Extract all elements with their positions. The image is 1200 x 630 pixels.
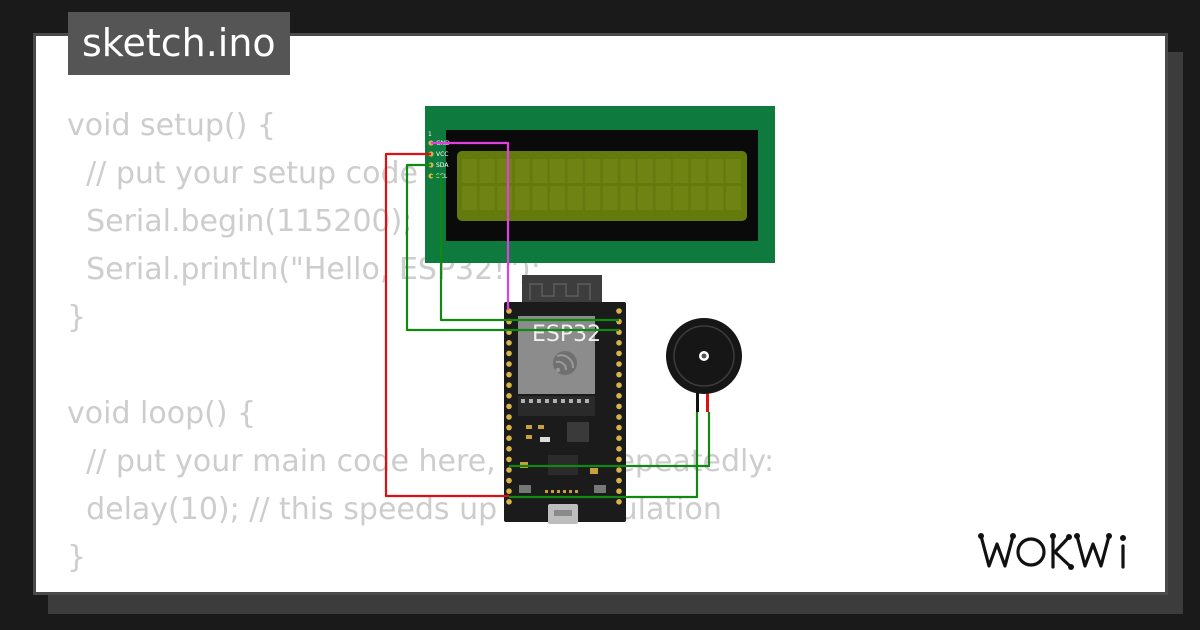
lcd-cell [567,159,583,183]
lcd-cell [532,186,548,210]
wire-buzzer-neg [509,412,699,499]
wires [384,141,711,499]
lcd-cell [497,159,513,183]
header-pin [506,499,512,505]
buzzer-lead-negative [696,386,699,412]
header-pin [616,488,622,495]
lcd-pin-label: SDA [436,162,449,169]
lcd-cell [726,159,741,183]
header-pin [616,499,622,505]
header-pin [616,403,622,410]
code-line: Serial.begin(115200); [67,204,413,239]
lcd-cell [726,186,741,210]
lcd-cell [550,186,565,210]
lcd-cell [655,186,671,210]
code-line: // put your main code here, to run repea… [67,444,775,479]
header-pin [506,403,512,410]
header-pin [616,350,622,357]
module-castellations [518,396,595,416]
lcd-cell [462,186,477,210]
lcd-cell [585,186,601,210]
header-pin [506,393,512,399]
header-pin [616,393,622,399]
header-pin [506,382,512,389]
header-pin [506,477,512,484]
lcd-cell [655,159,671,183]
header-pin [616,414,622,420]
esp32-left-header [506,308,512,505]
smd-components [519,422,606,493]
wire-vcc [384,152,509,498]
esp32-right-header [616,308,622,505]
code-line: } [67,300,87,335]
header-pin [506,340,512,346]
lcd-cell [673,159,689,183]
code-line: void loop() { [67,396,257,431]
esp32-board[interactable]: ESP32 [504,275,626,524]
header-pin [506,467,512,473]
lcd-cell [514,159,530,183]
wire-buzzer-pos [509,412,711,468]
header-pin [616,435,622,442]
lcd-display[interactable]: 1 GND VCC SDA SCL [425,106,775,263]
wire-sda [405,163,619,332]
header-pin [506,414,512,420]
lcd-cell [567,186,583,210]
buzzer[interactable] [666,318,742,412]
header-pin [616,382,622,389]
lcd-cell [690,186,706,210]
header-pin [506,350,512,357]
header-pin [616,456,622,463]
header-pin [506,435,512,442]
lcd-cell [479,186,495,210]
header-pin [506,424,512,431]
code-line: } [67,540,87,575]
lcd-cell [673,186,689,210]
header-pin [506,488,512,495]
header-pin [616,467,622,473]
espressif-logo-icon [553,351,577,375]
lcd-cell [708,159,724,183]
lcd-cell [462,159,477,183]
wire-gnd [431,141,510,310]
lcd-cell [602,186,618,210]
lcd-cell [514,186,530,210]
lcd-cell [708,186,724,210]
header-pin [616,371,622,378]
header-pin [506,361,512,367]
lcd-cell [497,186,513,210]
code-line: Serial.println("Hello, ESP32!"); [67,252,541,287]
header-pin [616,477,622,484]
header-pin [616,308,622,314]
header-pin [616,446,622,452]
header-pin [616,424,622,431]
wokwi-logo [978,533,1126,570]
lcd-cell [550,159,565,183]
header-pin [616,340,622,346]
lcd-cell [532,159,548,183]
wire-scl [431,174,619,322]
file-tab[interactable]: sketch.ino [68,12,290,75]
lcd-cell [585,159,601,183]
lcd-cell [602,159,618,183]
header-pin [506,456,512,463]
header-pin [506,371,512,378]
code-line: void setup() { [67,108,276,143]
lcd-cell [620,186,636,210]
header-pin [506,446,512,452]
buzzer-lead-positive [706,386,709,412]
lcd-cell [638,159,653,183]
header-pin [616,361,622,367]
lcd-pin-label: 1 [428,131,432,138]
lcd-cell [638,186,653,210]
lcd-cell [479,159,495,183]
lcd-cell [690,159,706,183]
esp32-module-label: ESP32 [532,322,601,347]
lcd-character-grid [462,159,741,210]
lcd-cell [620,159,636,183]
lcd-pin-label: VCC [436,151,448,158]
buzzer-icon [666,318,742,394]
